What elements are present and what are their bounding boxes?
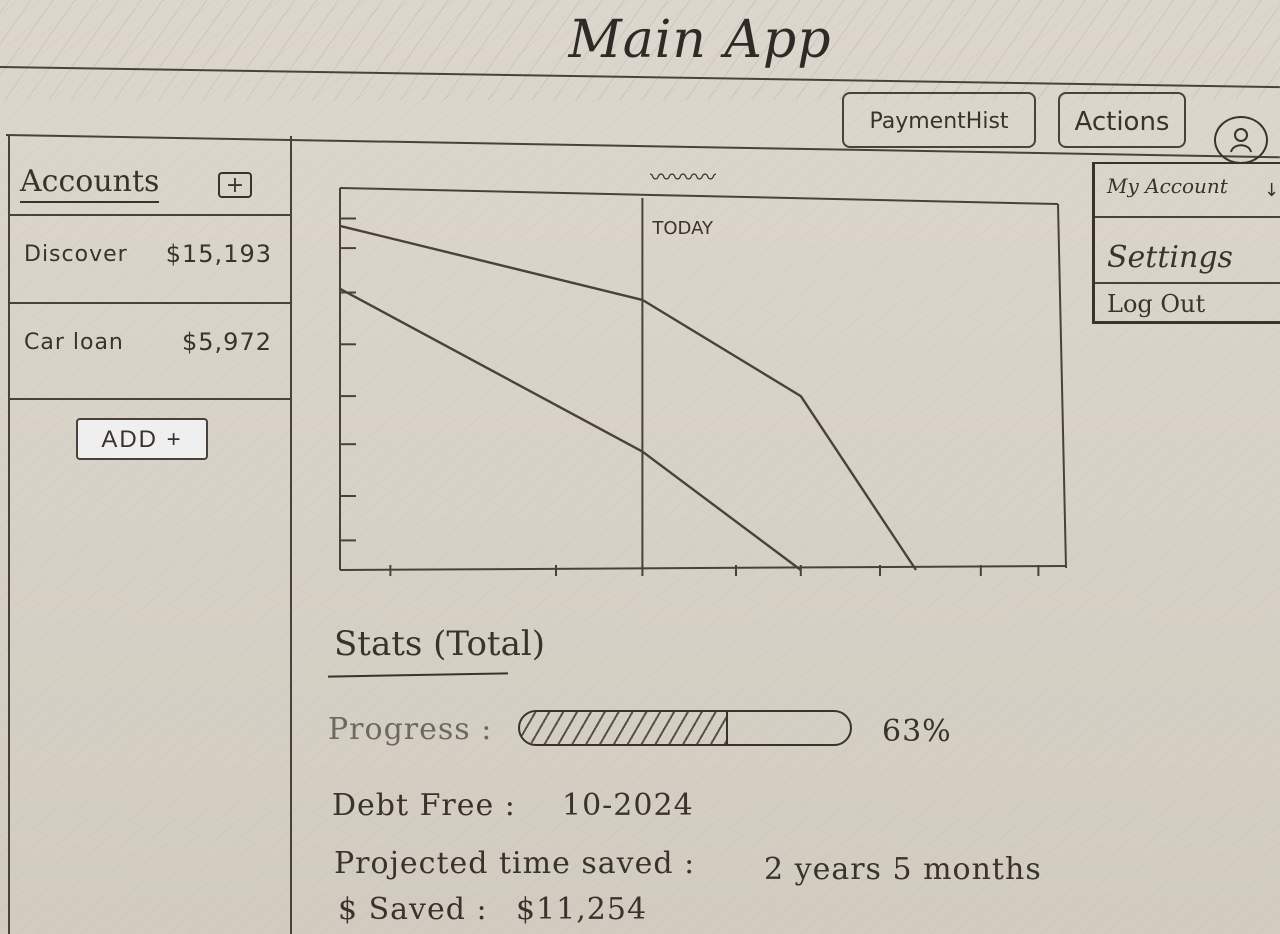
- chart-frame-right: [1057, 203, 1067, 569]
- chart-series-line: [339, 224, 918, 571]
- money-saved-value: $11,254: [516, 892, 648, 927]
- menu-item-log-out[interactable]: Log Out: [1107, 290, 1206, 318]
- debt-free-label: Debt Free :: [332, 788, 516, 823]
- money-saved-label: $ Saved :: [338, 892, 488, 927]
- menu-divider: [1095, 216, 1280, 218]
- payoff-chart: TODAY: [339, 187, 1067, 576]
- progress-bar: [518, 710, 852, 746]
- accounts-title: Accounts: [20, 164, 160, 203]
- menu-item-settings[interactable]: Settings: [1107, 240, 1233, 275]
- chart-title-placeholder-icon: 〰〰〰: [650, 166, 717, 191]
- time-saved-label: Projected time saved :: [334, 846, 696, 881]
- menu-item-my-account[interactable]: My Account: [1107, 174, 1228, 198]
- account-dropdown-menu: My Account Settings Log Out: [1092, 162, 1280, 324]
- progress-label: Progress :: [328, 712, 493, 747]
- progress-percent: 63%: [882, 714, 952, 749]
- chart-x-axis: [339, 565, 1067, 571]
- accounts-sidebar: Accounts + Discover $15,193 Car loan $5,…: [8, 136, 292, 934]
- account-name: Car loan: [24, 330, 124, 355]
- add-account-button[interactable]: ADD +: [76, 418, 208, 460]
- add-account-icon[interactable]: +: [218, 172, 252, 198]
- actions-button[interactable]: Actions: [1058, 92, 1186, 148]
- app-title: Main App: [568, 10, 832, 70]
- menu-divider: [1095, 282, 1280, 284]
- accounts-header: Accounts +: [10, 136, 290, 216]
- account-name: Discover: [24, 242, 128, 267]
- avatar[interactable]: [1214, 116, 1268, 164]
- progress-bar-fill: [520, 712, 728, 744]
- account-row[interactable]: Car loan $5,972: [10, 304, 290, 400]
- chart-series-line: [339, 287, 802, 571]
- account-row[interactable]: Discover $15,193: [10, 216, 290, 304]
- dropdown-arrow-icon: ↓: [1264, 180, 1280, 201]
- user-icon: [1230, 128, 1252, 153]
- chart-frame-top: [339, 187, 1059, 205]
- time-saved-value: 2 years 5 months: [764, 852, 1042, 887]
- account-balance: $5,972: [182, 328, 272, 356]
- stats-title: Stats (Total): [334, 624, 545, 664]
- today-annotation: TODAY: [651, 218, 714, 239]
- payment-history-button[interactable]: PaymentHist: [842, 92, 1036, 148]
- account-balance: $15,193: [165, 240, 272, 268]
- debt-free-date: 10-2024: [562, 788, 694, 823]
